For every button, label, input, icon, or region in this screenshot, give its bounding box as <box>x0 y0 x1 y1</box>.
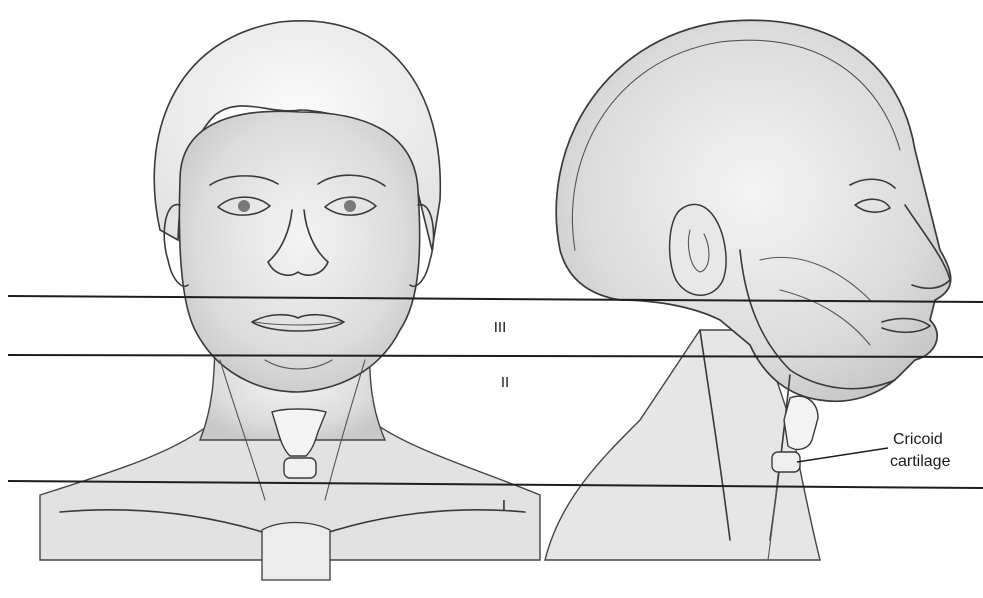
front-cricoid-cartilage <box>284 458 316 478</box>
zone-label-ii: II <box>501 374 509 391</box>
lateral-thyroid-cartilage <box>784 396 818 449</box>
zone-label-i: I <box>502 497 506 514</box>
front-left-iris <box>238 200 250 212</box>
zone-label-iii: III <box>494 319 507 336</box>
cricoid-leader-line <box>797 448 888 462</box>
cricoid-callout-line1: Cricoid <box>893 431 943 448</box>
lateral-view-figure <box>545 20 951 560</box>
front-view-figure <box>40 21 540 580</box>
front-face <box>179 111 419 392</box>
cricoid-callout-line2: cartilage <box>890 453 951 470</box>
lateral-skull <box>556 20 950 401</box>
front-sternal-notch <box>262 523 330 581</box>
lateral-cricoid-cartilage <box>772 452 800 472</box>
front-right-iris <box>344 200 356 212</box>
